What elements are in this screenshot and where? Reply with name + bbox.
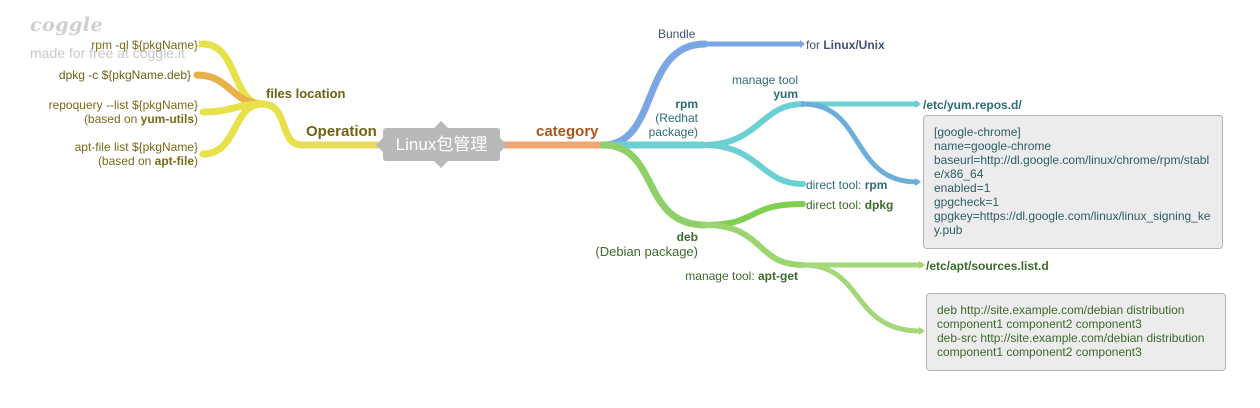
branch-files-location xyxy=(258,100,306,149)
files-location-label[interactable]: files location xyxy=(266,86,346,101)
category-label[interactable]: category xyxy=(536,123,599,140)
yum-repo-note[interactable]: [google-chrome] name=google-chrome baseu… xyxy=(923,115,1223,249)
files-item-sub: (based on apt-file) xyxy=(97,154,198,168)
yum-repo-path[interactable]: /etc/yum.repos.d/ xyxy=(923,98,1022,112)
coggle-logo[interactable]: coggle xyxy=(30,14,104,36)
made-for-free-note[interactable]: made for free at coggle.it xyxy=(30,45,185,61)
rpm-node[interactable]: rpm (Redhat package) xyxy=(649,97,698,139)
files-item-dpkg-c[interactable]: dpkg -c ${pkgName.deb} xyxy=(59,68,191,82)
arrowhead-apt-sources xyxy=(919,261,925,269)
arrowhead-apt-note xyxy=(919,327,925,335)
files-item-text: repoquery --list ${pkgName} xyxy=(48,98,198,112)
files-item-repoquery[interactable]: repoquery --list ${pkgName} (based on yu… xyxy=(49,98,198,126)
files-item-text: dpkg -c ${pkgName.deb} xyxy=(58,68,191,82)
apt-sources-note[interactable]: deb http://site.example.com/debian distr… xyxy=(926,293,1226,371)
files-item-text: rpm -ql ${pkgName} xyxy=(91,38,198,52)
operation-label[interactable]: Operation xyxy=(306,123,377,140)
files-item-sub: (based on yum-utils) xyxy=(83,112,198,126)
arrowhead-rpm-ql xyxy=(199,40,207,48)
arrowhead-bundle xyxy=(800,40,805,48)
branch-apt-note xyxy=(800,262,924,334)
bundle-label[interactable]: Bundle xyxy=(658,27,696,41)
branch-deb-dpkg xyxy=(702,201,806,228)
files-item-text: apt-file list ${pkgName} xyxy=(74,140,198,154)
files-item-rpm-ql[interactable]: rpm -ql ${pkgName} xyxy=(91,38,198,52)
branch-rpm-yum xyxy=(700,101,806,148)
bundle-for-linux[interactable]: for Linux/Unix xyxy=(806,38,885,52)
rpm-label: rpm xyxy=(675,97,698,111)
root-node[interactable]: Linux包管理 xyxy=(383,128,500,161)
branch-apt-file xyxy=(199,100,266,158)
deb-node[interactable]: deb (Debian package) xyxy=(595,230,698,259)
branch-deb xyxy=(599,141,709,229)
deb-label: deb xyxy=(676,230,698,244)
deb-direct-tool[interactable]: direct tool: dpkg xyxy=(806,198,894,212)
branch-rpm-direct xyxy=(700,142,806,187)
branch-deb-aptget xyxy=(702,222,806,268)
branch-bundle xyxy=(599,40,709,149)
rpm-sub-2: package) xyxy=(648,125,698,139)
apt-sources-path[interactable]: /etc/apt/sources.list.d xyxy=(926,259,1049,273)
deb-manage-tool[interactable]: manage tool: apt-get xyxy=(685,269,798,283)
rpm-sub-1: (Redhat xyxy=(655,111,698,125)
deb-sub: (Debian package) xyxy=(595,244,698,259)
branch-yum-note xyxy=(800,101,920,185)
rpm-manage-tool[interactable]: manage tool yum xyxy=(731,73,798,101)
files-item-apt-file[interactable]: apt-file list ${pkgName} (based on apt-f… xyxy=(75,140,198,168)
rpm-direct-tool[interactable]: direct tool: rpm xyxy=(806,178,888,192)
arrowhead-yum-repo xyxy=(915,100,921,108)
branch-dpkg-c xyxy=(193,71,266,108)
arrowhead-yum-note xyxy=(915,178,921,186)
